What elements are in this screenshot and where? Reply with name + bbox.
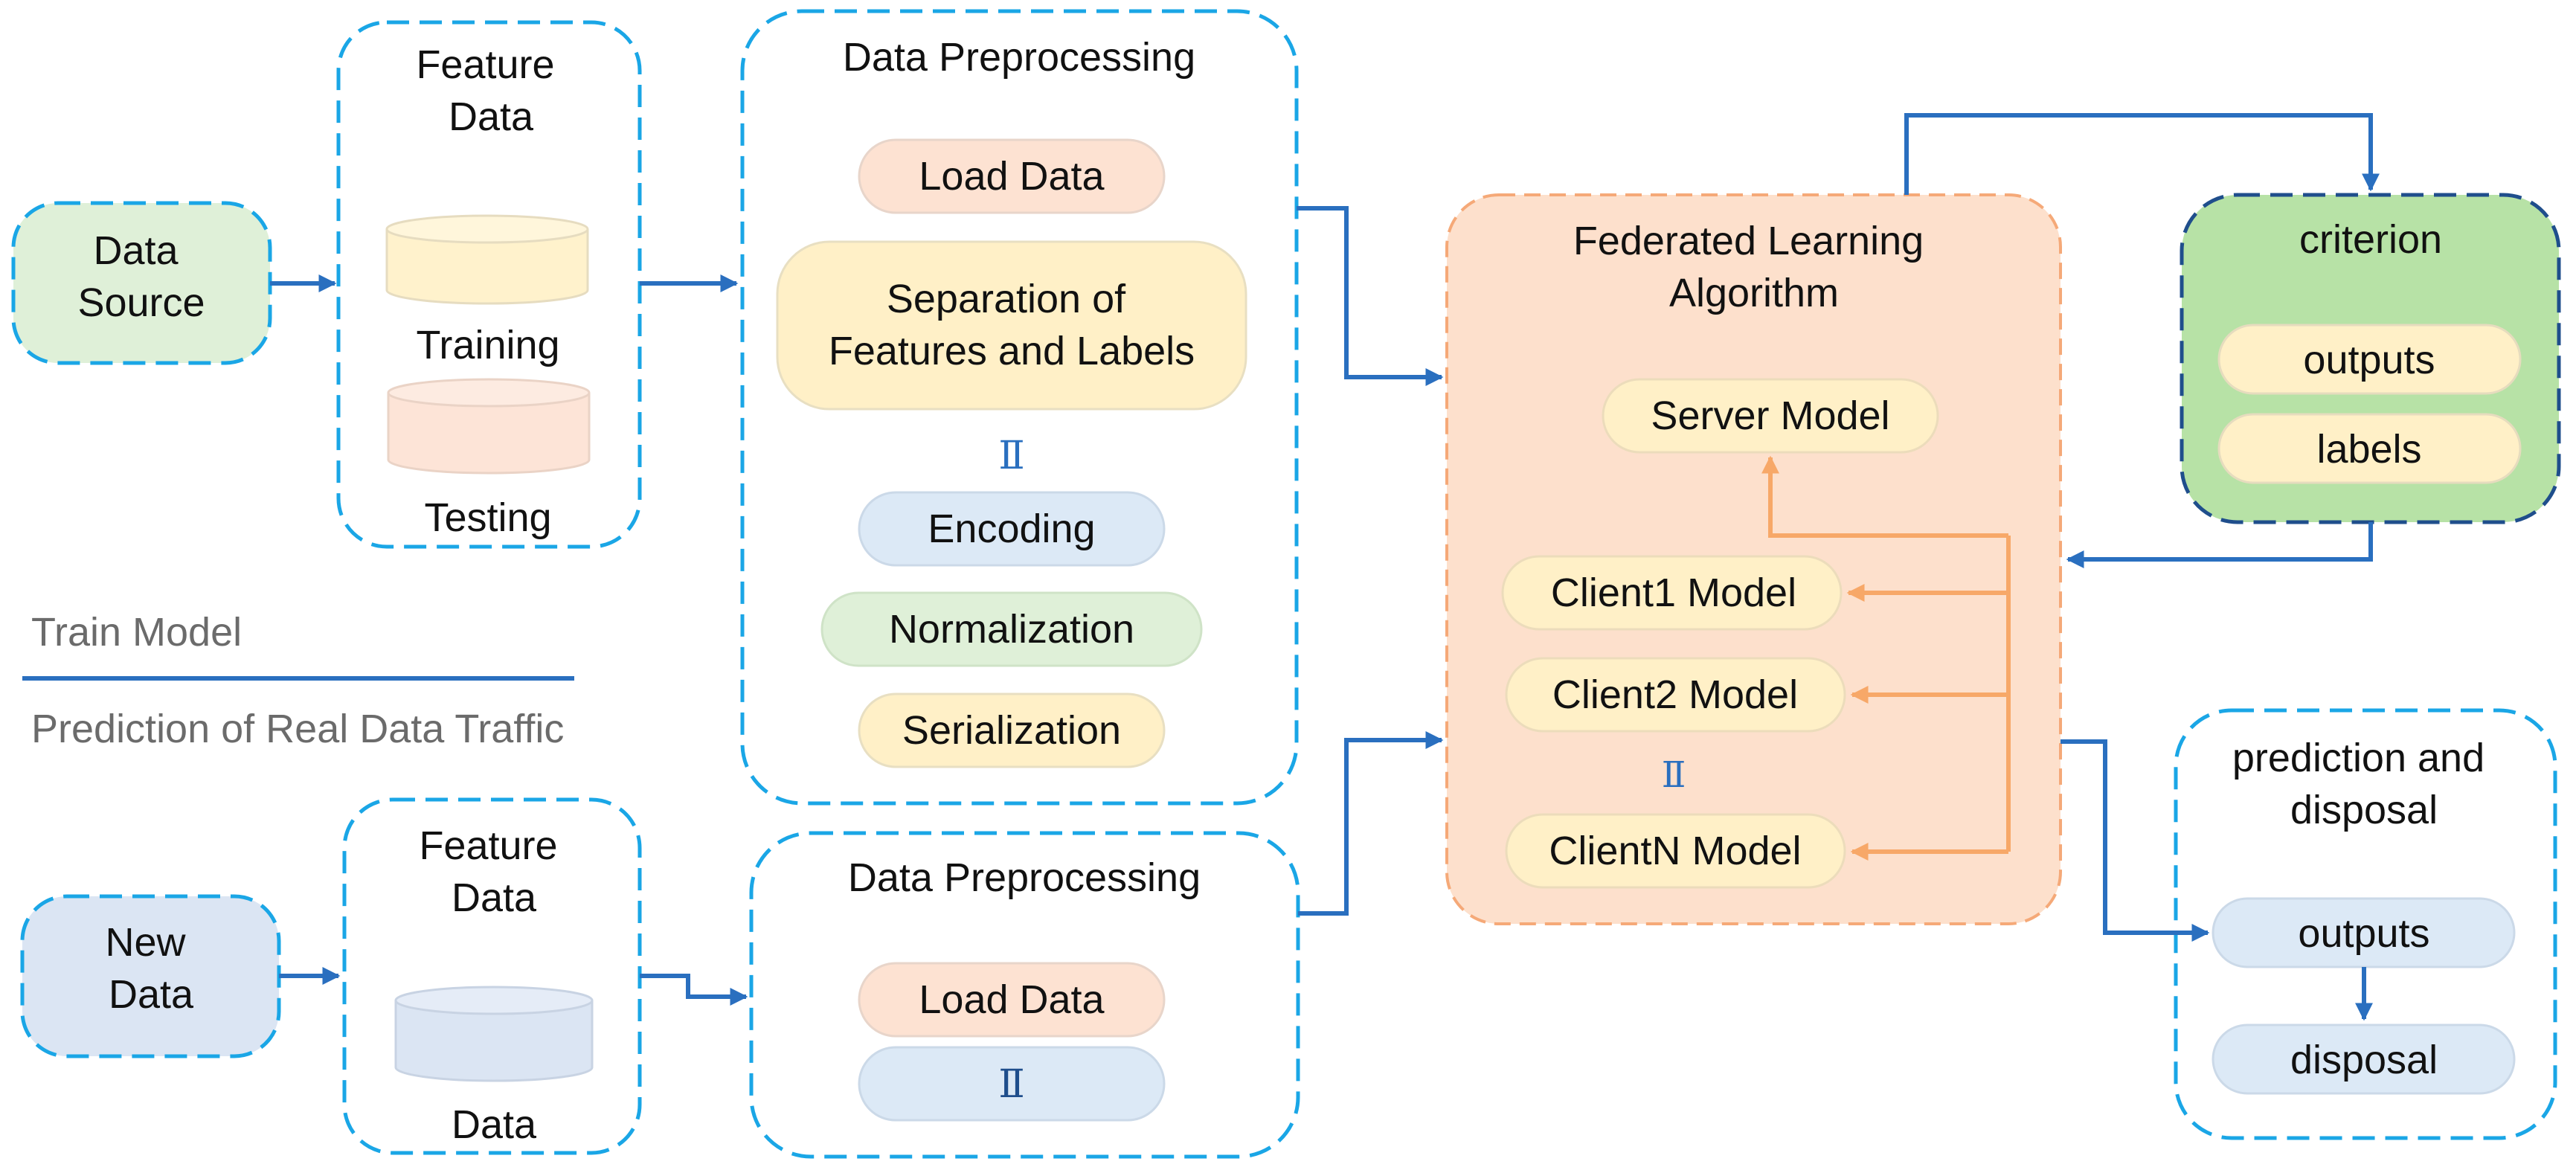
prediction-disposal-title-line2: disposal	[2290, 788, 2438, 832]
prediction-disposal-container: prediction and disposal outputs disposal	[2174, 708, 2557, 1140]
feature-data-predict-title-line2: Data	[452, 875, 537, 920]
load-data-predict-step: Load Data	[858, 962, 1166, 1038]
svg-text:Data Source: Data Source	[77, 228, 205, 325]
separation-label-line1: Separation of	[887, 277, 1126, 321]
serialization-step: Serialization	[858, 692, 1166, 768]
feature-data-train-container: Feature Data Training Testing	[336, 20, 642, 549]
data-source-label-line1: Data	[93, 228, 179, 273]
svg-text:Separation of Features: Separation of Features and Labels	[829, 277, 1195, 373]
data-preprocessing-predict-container: Data Preprocessing Load Data Ⅱ	[749, 831, 1300, 1159]
arrow-preprocessing-to-federated	[1297, 206, 1444, 386]
data-preprocessing-train-title: Data Preprocessing	[843, 35, 1195, 80]
server-model-node: Server Model	[1602, 378, 1939, 454]
data-preprocessing-predict-title: Data Preprocessing	[848, 855, 1201, 900]
client2-model-label: Client2 Model	[1552, 672, 1798, 717]
arrow-federated-to-criterion	[1904, 113, 2380, 195]
equivalence-symbol-clients: Ⅱ	[1662, 754, 1686, 796]
arrow-preprocessing-predict-to-federated	[1298, 731, 1444, 916]
federated-learning-container: Federated Learning Algorithm Server Mode…	[1445, 193, 2062, 925]
legend-train-model: Train Model	[31, 610, 242, 655]
testing-database-icon	[387, 378, 591, 475]
svg-text:New Data: New Data	[105, 920, 196, 1017]
disposal-node: disposal	[2212, 1023, 2516, 1095]
new-data-node: New Data	[20, 894, 281, 1058]
data-label: Data	[452, 1102, 537, 1147]
feature-data-title-line1: Feature	[416, 42, 554, 87]
prediction-disposal-title-line1: prediction and	[2232, 736, 2485, 780]
criterion-outputs-label: outputs	[2303, 338, 2435, 382]
serialization-label: Serialization	[902, 708, 1121, 753]
federated-title-line2: Algorithm	[1669, 271, 1839, 315]
arrow-featuredata-to-preprocessing-predict	[640, 974, 748, 1006]
aggregation-connectors	[1761, 455, 2011, 861]
equivalence-symbol-train: Ⅱ	[998, 434, 1024, 478]
flow-arrows	[270, 113, 2380, 1006]
server-model-label: Server Model	[1651, 393, 1889, 438]
disposal-label: disposal	[2290, 1038, 2438, 1082]
prediction-outputs-node: outputs	[2212, 897, 2516, 968]
separation-step: Separation of Features and Labels	[776, 240, 1247, 411]
new-data-label-line2: Data	[109, 972, 194, 1017]
svg-text:Feature Data: Feature Data	[419, 823, 568, 920]
data-preprocessing-train-container: Data Preprocessing Load Data Separation …	[740, 9, 1299, 806]
separation-label-line2: Features and Labels	[829, 329, 1195, 373]
criterion-title: criterion	[2299, 217, 2442, 262]
federated-title-line1: Federated Learning	[1573, 219, 1924, 263]
normalization-step: Normalization	[820, 591, 1203, 667]
load-data-label: Load Data	[919, 154, 1105, 199]
testing-label: Testing	[424, 495, 551, 540]
arrow-criterion-to-federated	[2066, 522, 2373, 568]
arrow-to-server	[1761, 455, 2008, 538]
data-database-icon	[394, 986, 594, 1082]
equivalence-symbol-predict: Ⅱ	[998, 1062, 1024, 1107]
client1-model-label: Client1 Model	[1551, 571, 1796, 615]
clientN-model-label: ClientN Model	[1549, 829, 1801, 873]
feature-data-predict-container: Feature Data Data	[342, 797, 642, 1155]
encoding-step: Encoding	[858, 491, 1166, 567]
normalization-label: Normalization	[889, 607, 1134, 652]
client1-model-node: Client1 Model	[1501, 555, 1843, 631]
legend: Train Model Prediction of Real Data Traf…	[22, 610, 574, 751]
criterion-outputs-node: outputs	[2217, 324, 2522, 395]
clientN-model-node: ClientN Model	[1505, 813, 1846, 889]
criterion-labels-node: labels	[2217, 413, 2522, 484]
new-data-label-line1: New	[105, 920, 186, 965]
criterion-labels-label: labels	[2316, 427, 2421, 472]
encoding-label: Encoding	[928, 507, 1095, 551]
prediction-outputs-label: outputs	[2298, 911, 2429, 956]
svg-text:prediction and disposal: prediction and disposal	[2232, 736, 2496, 832]
svg-text:Federated Learning Algor: Federated Learning Algorithm	[1573, 219, 1935, 315]
ellipsis-step: Ⅱ	[858, 1046, 1166, 1122]
feature-data-predict-title-line1: Feature	[419, 823, 557, 868]
load-data-predict-label: Load Data	[919, 977, 1105, 1022]
data-source-label-line2: Source	[77, 280, 205, 325]
load-data-step: Load Data	[858, 138, 1166, 214]
data-source-node: Data Source	[11, 201, 272, 365]
arrow-federated-to-prediction	[2061, 739, 2210, 942]
training-label: Training	[416, 323, 559, 367]
svg-text:Feature Data: Feature Data	[416, 42, 565, 139]
training-database-icon	[385, 214, 589, 305]
legend-prediction: Prediction of Real Data Traffic	[31, 707, 564, 751]
client2-model-node: Client2 Model	[1505, 657, 1846, 733]
feature-data-title-line2: Data	[449, 94, 534, 139]
criterion-container: criterion outputs labels	[2180, 193, 2561, 524]
